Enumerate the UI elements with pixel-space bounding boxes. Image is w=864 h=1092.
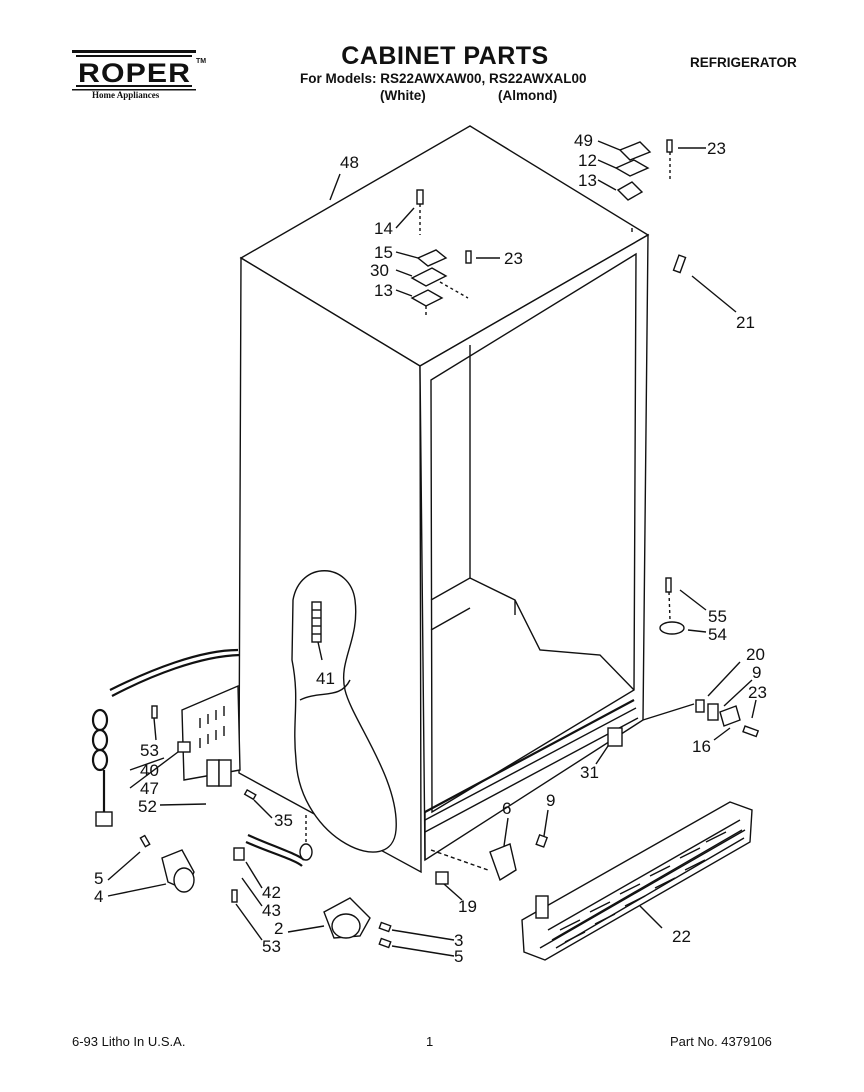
- callout-13-upper: 13: [578, 171, 597, 190]
- part-41-spring: [311, 601, 322, 643]
- callout-40: 40: [140, 761, 159, 780]
- callout-22: 22: [672, 927, 691, 946]
- roper-logo: ROPER TM Home Appliances: [72, 48, 206, 102]
- callout-21: 21: [736, 313, 755, 332]
- upper-hinge-left: [410, 189, 472, 307]
- page-title: CABINET PARTS: [341, 42, 549, 70]
- models-line: For Models: RS22AWXAW00, RS22AWXAL00: [300, 71, 587, 86]
- callout-3: 3: [454, 931, 463, 950]
- callout-5-bottom: 5: [454, 947, 463, 966]
- callout-47: 47: [140, 779, 159, 798]
- callout-20: 20: [746, 645, 765, 664]
- model-variants: (White) (Almond): [380, 88, 600, 103]
- callout-2: 2: [274, 919, 283, 938]
- brand-trademark: TM: [196, 58, 207, 65]
- callout-labels: 48 49 12 13 23 14 15 23 30 13 21 41 55 5…: [94, 131, 767, 966]
- callout-23-lower: 23: [748, 683, 767, 702]
- callout-53-upper: 53: [140, 741, 159, 760]
- part-52: [206, 759, 257, 801]
- part-6-9-19: [430, 833, 549, 885]
- part-22-grille: [521, 801, 753, 961]
- callout-52: 52: [138, 797, 157, 816]
- cabinet-drawing: [238, 125, 650, 874]
- part-35-tube: [231, 815, 313, 903]
- callout-15: 15: [374, 243, 393, 262]
- callout-12: 12: [578, 151, 597, 170]
- part-54-55: [659, 577, 685, 635]
- callout-23-upper: 23: [707, 139, 726, 158]
- callout-19: 19: [458, 897, 477, 916]
- callout-9-bottom: 9: [546, 791, 555, 810]
- callout-43: 43: [262, 901, 281, 920]
- part-21-pin: [672, 254, 687, 274]
- callout-31: 31: [580, 763, 599, 782]
- callout-41: 41: [316, 669, 335, 688]
- brand-tagline: Home Appliances: [92, 90, 160, 100]
- print-info: 6-93 Litho In U.S.A.: [72, 1034, 186, 1049]
- callout-53-lower: 53: [262, 937, 281, 956]
- callout-16: 16: [692, 737, 711, 756]
- power-cord: [91, 648, 241, 827]
- variant-almond: (Almond): [498, 88, 558, 103]
- callout-35: 35: [274, 811, 293, 830]
- page-number: 1: [426, 1034, 434, 1049]
- logo-bars: [72, 50, 196, 91]
- upper-hinge-right: [614, 139, 673, 201]
- appliance-type: REFRIGERATOR: [690, 55, 797, 70]
- leader-lines: [107, 140, 757, 957]
- callout-55: 55: [708, 607, 727, 626]
- control-box: [151, 684, 241, 781]
- variant-white: (White): [380, 88, 426, 103]
- callout-30: 30: [370, 261, 389, 280]
- part-2-3-5: [323, 897, 392, 949]
- part-4-5: [139, 834, 195, 893]
- callout-4: 4: [94, 887, 103, 906]
- callout-49: 49: [574, 131, 593, 150]
- part-31-bracket: [607, 727, 623, 747]
- callout-42: 42: [262, 883, 281, 902]
- callout-23-middle: 23: [504, 249, 523, 268]
- callout-9-right: 9: [752, 663, 761, 682]
- callout-6: 6: [502, 799, 511, 818]
- part-20-9-16: [642, 699, 760, 738]
- callout-14: 14: [374, 219, 393, 238]
- part-number: Part No. 4379106: [670, 1034, 772, 1049]
- brand-name: ROPER: [78, 58, 192, 88]
- callout-48: 48: [340, 153, 359, 172]
- callout-5-left: 5: [94, 869, 103, 888]
- callout-13-lower: 13: [374, 281, 393, 300]
- callout-54: 54: [708, 625, 727, 644]
